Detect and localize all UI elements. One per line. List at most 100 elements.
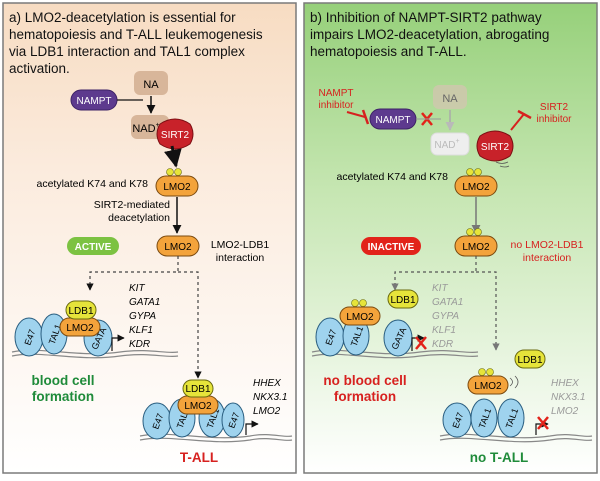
vibration-icon bbox=[509, 375, 519, 389]
acetylated-label: acetylated K74 and K78 bbox=[336, 171, 448, 183]
acetyl-mark bbox=[351, 299, 359, 307]
panel-b-title: b) Inhibition of NAMPT-SIRT2 pathway imp… bbox=[310, 10, 549, 59]
acetylated-label: acetylated K74 and K78 bbox=[36, 178, 148, 190]
lmo2-detached bbox=[467, 375, 509, 395]
lmo2-label: LMO2 bbox=[462, 242, 490, 253]
genes-blood-off: KIT GATA1 GYPA KLF1 KDR bbox=[432, 283, 463, 350]
branch-arrow-tall bbox=[476, 271, 500, 351]
inactive-badge bbox=[361, 237, 421, 255]
lmo2-label: LMO2 bbox=[66, 323, 94, 334]
na-box bbox=[433, 85, 467, 109]
sirt2-inhibition-bar bbox=[517, 109, 532, 120]
blocked-x-icon bbox=[415, 336, 427, 350]
tal1-protein bbox=[470, 398, 498, 438]
active-badge bbox=[67, 237, 119, 255]
blocked-x-icon bbox=[537, 416, 549, 430]
nad-label: NAD+ bbox=[132, 122, 159, 135]
inhibitor-line: SIRT2 bbox=[540, 102, 569, 113]
gene-label: KIT bbox=[432, 283, 448, 294]
gene-label: HHEX bbox=[253, 378, 281, 389]
lmo2-acetylated bbox=[155, 175, 199, 197]
nad-label: NAD+ bbox=[434, 138, 459, 151]
dna-strand bbox=[139, 437, 293, 443]
gene-label: GATA1 bbox=[129, 297, 160, 308]
outcome-line: blood cell bbox=[31, 373, 94, 388]
acetyl-mark bbox=[478, 368, 486, 376]
panel-b: b) Inhibition of NAMPT-SIRT2 pathway imp… bbox=[310, 10, 593, 465]
nampt-inhibition-line bbox=[346, 111, 366, 118]
gene-label: KIT bbox=[129, 283, 145, 294]
sirt2-label: SIRT2 bbox=[161, 130, 190, 141]
panel-a-title: a) LMO2-deacetylation is essential for h… bbox=[9, 10, 263, 76]
lmo2-label: LMO2 bbox=[164, 242, 192, 253]
nad-box bbox=[430, 132, 470, 156]
title-line: b) Inhibition of NAMPT-SIRT2 pathway bbox=[310, 10, 542, 25]
gene-label: LMO2 bbox=[551, 406, 579, 417]
ldb1-label: LDB1 bbox=[185, 384, 210, 395]
outcome-tall: T-ALL bbox=[180, 450, 218, 465]
inhibitor-line: NAMPT bbox=[319, 88, 354, 99]
acetyl-mark bbox=[486, 368, 494, 376]
branch-arrow-blood bbox=[86, 256, 179, 291]
gene-label: KDR bbox=[129, 339, 150, 350]
acetyl-mark bbox=[166, 168, 174, 176]
ldb1-protein bbox=[387, 289, 419, 309]
sirt2-inhibition-line bbox=[510, 113, 525, 131]
dna-strand bbox=[439, 437, 593, 443]
genes-tall-off: HHEX NKX3.1 LMO2 bbox=[551, 378, 585, 417]
transcription-start-arrow bbox=[411, 334, 425, 351]
genes-tall: HHEX NKX3.1 LMO2 bbox=[253, 378, 287, 417]
dna-strand bbox=[11, 353, 179, 359]
tall-complex: E47 TAL1 TAL1 E47 LMO2 LDB1 bbox=[139, 379, 293, 443]
acetyl-mark bbox=[466, 228, 474, 236]
gene-label: GYPA bbox=[129, 311, 156, 322]
lmo2-label: LMO2 bbox=[474, 381, 502, 392]
na-box bbox=[134, 71, 168, 95]
title-line: via LDB1 interaction and TAL1 complex bbox=[9, 44, 245, 59]
gene-label: NKX3.1 bbox=[253, 392, 287, 403]
ldb1-label: LDB1 bbox=[517, 355, 542, 366]
deacetylation-line: deacetylation bbox=[108, 212, 170, 224]
vibration-icon bbox=[495, 161, 510, 168]
inhibitor-line: inhibitor bbox=[536, 114, 572, 125]
blood-complex: E47 TAL1 GATA LMO2 LDB1 bbox=[11, 300, 179, 359]
ldb1-label: LDB1 bbox=[68, 306, 93, 317]
acetyl-mark bbox=[466, 168, 474, 176]
nampt-label: NAMPT bbox=[77, 96, 112, 107]
panel-b-background bbox=[303, 2, 598, 474]
outcome-line: no blood cell bbox=[323, 373, 406, 388]
no-blood-complex: E47 TAL1 GATA LMO2 LDB1 bbox=[311, 289, 479, 359]
lmo2-detached bbox=[339, 306, 381, 326]
ldb1-protein bbox=[65, 300, 97, 320]
title-line: activation. bbox=[9, 61, 70, 76]
no-interaction-line: interaction bbox=[523, 252, 572, 264]
tal1-protein bbox=[497, 398, 525, 438]
sirt2-enzyme bbox=[476, 130, 514, 162]
nampt-label: NAMPT bbox=[376, 115, 411, 126]
gene-label: LMO2 bbox=[253, 406, 281, 417]
gene-label: KLF1 bbox=[432, 325, 456, 336]
e47-protein bbox=[221, 402, 245, 438]
no-interaction-line: no LMO2-LDB1 bbox=[511, 239, 584, 251]
gene-label: NKX3.1 bbox=[551, 392, 585, 403]
acetyl-mark bbox=[359, 299, 367, 307]
lmo2-label: LMO2 bbox=[163, 182, 191, 193]
ac-marks bbox=[166, 168, 182, 176]
title-line: impairs LMO2-deacetylation, abrogating bbox=[310, 27, 549, 42]
branch-arrow-blood bbox=[391, 256, 477, 291]
gene-label: KDR bbox=[432, 339, 453, 350]
sirt2-enzyme bbox=[156, 118, 194, 150]
na-label: NA bbox=[143, 79, 159, 91]
inhibitor-line: inhibitor bbox=[318, 100, 354, 111]
branch-arrow-tall bbox=[178, 271, 202, 379]
sirt2-to-lmo2-arrow bbox=[163, 145, 182, 168]
gene-label: GYPA bbox=[432, 311, 459, 322]
title-line: a) LMO2-deacetylation is essential for bbox=[9, 10, 236, 25]
ldb1-protein bbox=[514, 349, 546, 369]
lmo2-label: LMO2 bbox=[184, 401, 212, 412]
acetyl-mark bbox=[174, 168, 182, 176]
title-line: hematopoiesis and T-ALL. bbox=[310, 44, 467, 59]
sirt2-label: SIRT2 bbox=[481, 142, 510, 153]
outcome-line: formation bbox=[334, 389, 396, 404]
